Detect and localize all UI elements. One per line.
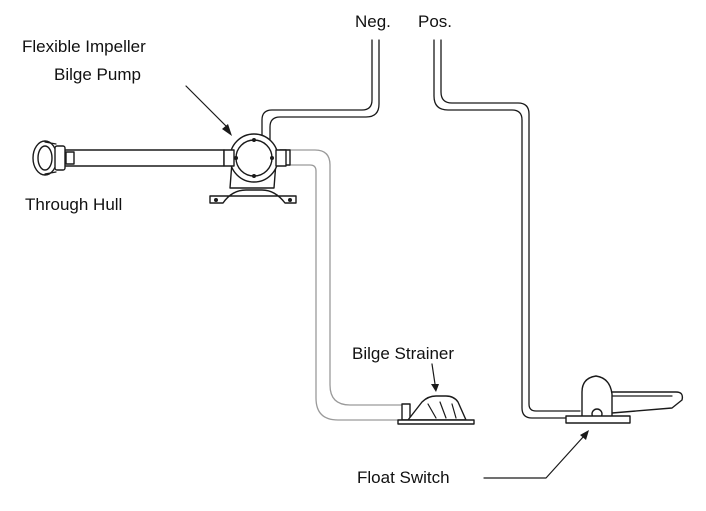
bilge-strainer [397, 395, 475, 425]
pump-leader [185, 85, 232, 136]
bilge-pump [209, 133, 297, 204]
pump-label: Flexible Impeller Bilge Pump [22, 37, 146, 84]
intake-hose [279, 149, 405, 421]
bilge-strainer-label: Bilge Strainer [352, 344, 454, 363]
pump-label-line2: Bilge Pump [54, 65, 141, 84]
float-switch-leader [483, 430, 589, 479]
neg-wire [261, 39, 380, 146]
float-switch [565, 375, 684, 424]
float-switch-label: Float Switch [357, 468, 450, 487]
pos-wire [433, 39, 581, 419]
discharge-hose [63, 149, 225, 167]
through-hull-fitting [32, 140, 66, 176]
neg-label: Neg. [355, 12, 391, 31]
pos-label: Pos. [418, 12, 452, 31]
strainer-leader [431, 363, 439, 392]
pump-label-line1: Flexible Impeller [22, 37, 146, 56]
through-hull-label: Through Hull [25, 195, 122, 214]
